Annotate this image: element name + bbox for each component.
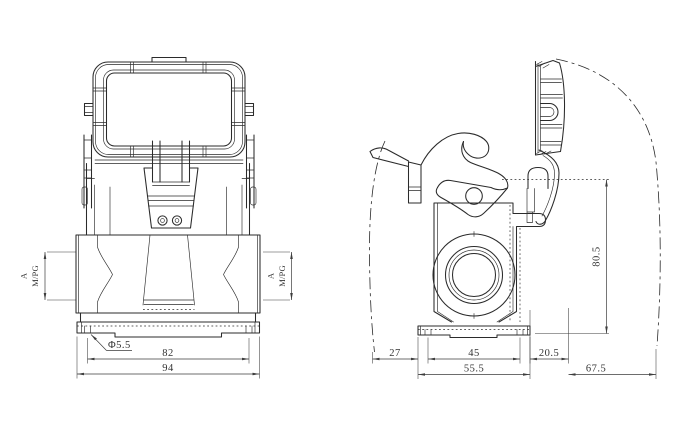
hinge-arm-right bbox=[245, 134, 257, 209]
front-body bbox=[75, 134, 261, 323]
lever-claw-outer bbox=[420, 132, 490, 166]
hinge-arm-left bbox=[81, 134, 93, 209]
mid-body bbox=[75, 234, 261, 323]
hinge-pin-right bbox=[250, 186, 257, 206]
taper-right bbox=[223, 234, 239, 314]
bale-handle bbox=[83, 56, 255, 158]
front-dimensions: A M/PG A M/PG Φ5.5 82 94 bbox=[19, 251, 293, 379]
dim-lid-offset: 20.5 bbox=[539, 348, 559, 359]
side-view: 27 45 20.5 55.5 67.5 bbox=[369, 58, 661, 379]
cable-gland-boss bbox=[432, 231, 516, 319]
lever-pivot-plate bbox=[435, 186, 509, 218]
dim-port-thread-left: M/PG bbox=[30, 265, 40, 287]
bale-side-pin-left bbox=[83, 102, 94, 117]
dim-overall-width-front: 94 bbox=[162, 363, 174, 374]
dim-hole-spacing-front: 82 bbox=[162, 348, 174, 359]
lid-hatching bbox=[536, 61, 552, 155]
screw-right bbox=[171, 215, 183, 226]
latch-plate bbox=[143, 167, 199, 229]
dim-lever-clearance: 27 bbox=[389, 348, 401, 359]
side-dimensions: 27 45 20.5 55.5 67.5 bbox=[372, 179, 657, 379]
dim-flange-width-side: 55.5 bbox=[464, 364, 484, 375]
lid-latch-keeper bbox=[539, 102, 559, 122]
lever-swing-arc bbox=[369, 140, 386, 353]
locking-lever bbox=[369, 132, 509, 218]
lever-underside bbox=[436, 179, 509, 191]
dim-port-a-right: A bbox=[266, 272, 276, 279]
front-flange bbox=[76, 321, 261, 338]
lid-panel-outline bbox=[534, 59, 566, 156]
taper-left bbox=[97, 234, 113, 314]
lid-swing-arc bbox=[555, 58, 661, 347]
bale-notches bbox=[92, 61, 246, 158]
hidden-edges bbox=[509, 205, 521, 322]
dim-hole-spacing-side: 45 bbox=[468, 348, 480, 359]
lever-hook-tip bbox=[369, 147, 410, 168]
dim-hole-diameter: Φ5.5 bbox=[108, 340, 131, 351]
side-flange bbox=[417, 325, 531, 339]
side-body bbox=[433, 202, 547, 323]
dim-lid-swing: 67.5 bbox=[586, 364, 606, 375]
lever-grip bbox=[407, 161, 422, 204]
dim-housing-height: 80.5 bbox=[592, 246, 603, 266]
bale-side-pin-right bbox=[244, 102, 255, 117]
screw-left bbox=[157, 215, 168, 226]
bale-top-tab bbox=[151, 56, 187, 63]
lever-claw-inner bbox=[461, 140, 509, 189]
lid-ribs bbox=[540, 78, 563, 146]
mounting-hole-slots-side bbox=[424, 329, 524, 336]
latch-stem bbox=[151, 140, 191, 186]
open-lid bbox=[534, 59, 566, 225]
lid-hinge bbox=[526, 166, 549, 223]
dim-port-a-left: A bbox=[19, 272, 29, 279]
lid-neck-outer bbox=[535, 149, 560, 225]
dim-port-thread-right: M/PG bbox=[277, 265, 287, 287]
swing-arcs bbox=[369, 58, 661, 353]
mounting-hole-slots bbox=[84, 325, 253, 334]
hinge-pin-left bbox=[81, 186, 88, 206]
lid-neck-inner bbox=[541, 155, 555, 217]
body-shelf bbox=[94, 159, 244, 164]
hinge-lug bbox=[527, 166, 549, 190]
lever-pivot-hole bbox=[465, 187, 483, 205]
front-view: A M/PG A M/PG Φ5.5 82 94 bbox=[19, 56, 293, 379]
